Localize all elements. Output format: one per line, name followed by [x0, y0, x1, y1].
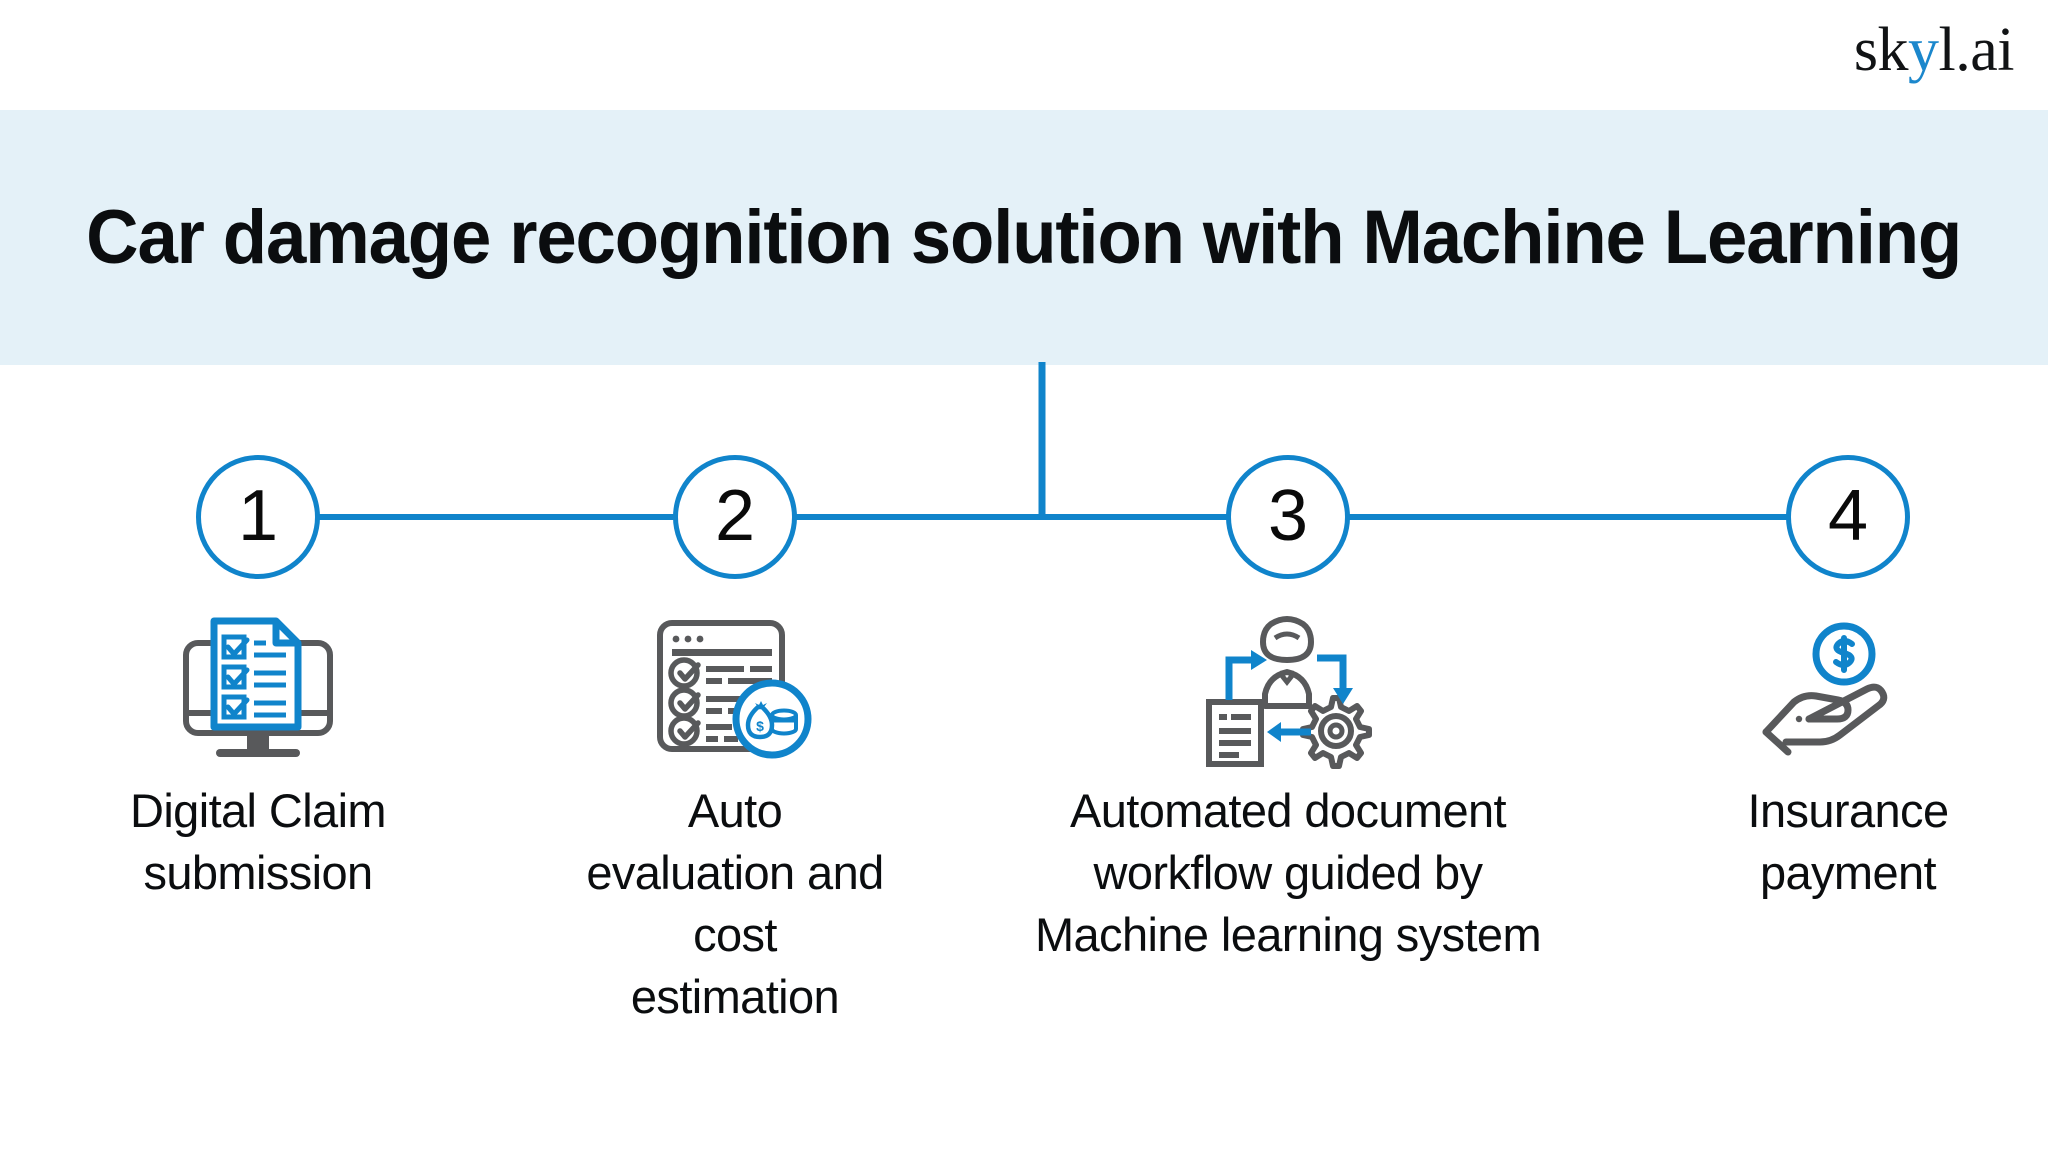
hand-with-dollar-coin-icon — [1753, 615, 1943, 765]
step-label-4: Insurance payment — [1747, 784, 1949, 899]
logo-text-highlight: y — [1908, 16, 1939, 84]
form-checklist-money-icon: $ — [640, 615, 830, 765]
svg-text:$: $ — [756, 718, 764, 734]
logo-text-after: l.ai — [1938, 16, 2015, 84]
page-title: Car damage recognition solution with Mac… — [86, 194, 1963, 280]
step-circle-4[interactable]: 4 — [1786, 455, 1910, 579]
step-number-2: 2 — [714, 475, 756, 556]
step-label-3: Automated document workflow guided by Ma… — [1034, 784, 1542, 961]
brand-logo: skyl.ai — [1853, 14, 2015, 86]
step-label-2: Auto evaluation and cost estimation — [586, 784, 884, 1023]
title-banner: Car damage recognition solution with Mac… — [0, 110, 2048, 365]
step-circle-3[interactable]: 3 — [1226, 455, 1350, 579]
step-number-1: 1 — [237, 475, 279, 556]
step-label-1: Digital Claim submission — [130, 784, 387, 899]
step-circle-2[interactable]: 2 — [673, 455, 797, 579]
logo-text-before: sk — [1853, 16, 1909, 84]
monitor-checklist-icon — [163, 615, 353, 765]
page-header: skyl.ai — [0, 0, 2048, 110]
step-number-4: 4 — [1827, 475, 1869, 556]
step-number-3: 3 — [1267, 475, 1309, 556]
workflow-person-gear-document-icon — [1193, 615, 1383, 769]
step-circle-1[interactable]: 1 — [196, 455, 320, 579]
